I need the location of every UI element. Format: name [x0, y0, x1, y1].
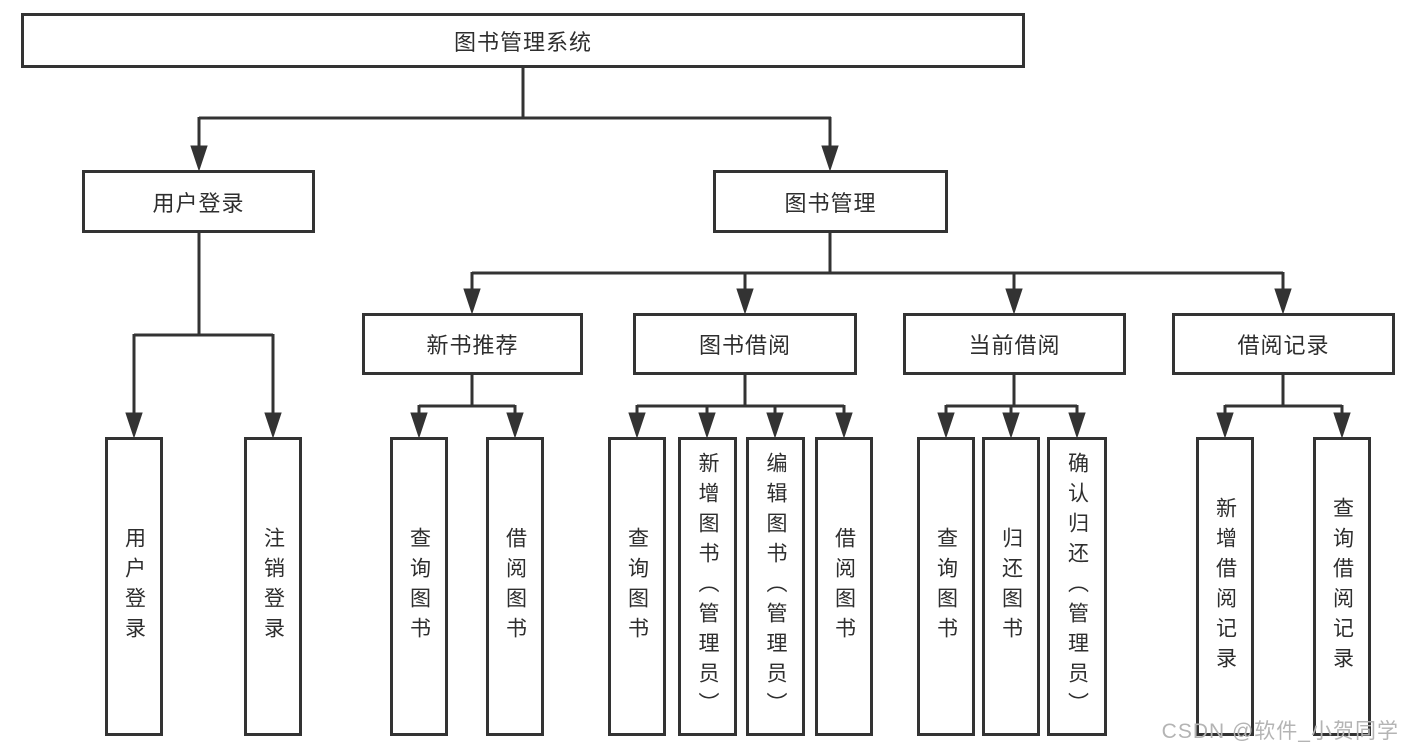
- node-library-management-system: 图书管理系统: [21, 13, 1025, 68]
- node-book-management: 图书管理: [713, 170, 948, 233]
- leaf-borrow-books-1: 借阅图书: [486, 437, 544, 736]
- leaf-return-books-label: 归还图书: [999, 526, 1023, 647]
- leaf-query-books-3-label: 查询图书: [934, 526, 958, 647]
- leaf-add-books-admin-label: 新增图书（管理员）: [696, 451, 719, 722]
- leaf-edit-books-admin: 编辑图书（管理员）: [746, 437, 805, 736]
- node-current-borrowing: 当前借阅: [903, 313, 1126, 375]
- leaf-logout-label: 注销登录: [261, 526, 285, 647]
- leaf-query-books-1-label: 查询图书: [407, 526, 431, 647]
- leaf-logout: 注销登录: [244, 437, 302, 736]
- node-user-login: 用户登录: [82, 170, 315, 233]
- leaf-query-books-3: 查询图书: [917, 437, 975, 736]
- leaf-user-login-label: 用户登录: [122, 526, 146, 647]
- leaf-query-books-2: 查询图书: [608, 437, 666, 736]
- leaf-confirm-return-admin-label: 确认归还（管理员）: [1065, 451, 1089, 722]
- leaf-add-books-admin: 新增图书（管理员）: [678, 437, 737, 736]
- node-book-borrowing: 图书借阅: [633, 313, 857, 375]
- leaf-add-borrow-record-label: 新增借阅记录: [1213, 496, 1237, 677]
- leaf-user-login: 用户登录: [105, 437, 163, 736]
- leaf-add-borrow-record: 新增借阅记录: [1196, 437, 1254, 736]
- leaf-borrow-books-2-label: 借阅图书: [832, 526, 856, 647]
- leaf-return-books: 归还图书: [982, 437, 1040, 736]
- leaf-query-borrow-record: 查询借阅记录: [1313, 437, 1371, 736]
- leaf-query-books-2-label: 查询图书: [625, 526, 649, 647]
- leaf-edit-books-admin-label: 编辑图书（管理员）: [764, 451, 787, 722]
- node-new-book-recommendation: 新书推荐: [362, 313, 583, 375]
- leaf-borrow-books-2: 借阅图书: [815, 437, 873, 736]
- leaf-query-books-1: 查询图书: [390, 437, 448, 736]
- leaf-confirm-return-admin: 确认归还（管理员）: [1047, 437, 1107, 736]
- leaf-query-borrow-record-label: 查询借阅记录: [1330, 496, 1354, 677]
- node-borrowing-records: 借阅记录: [1172, 313, 1395, 375]
- leaf-borrow-books-1-label: 借阅图书: [503, 526, 527, 647]
